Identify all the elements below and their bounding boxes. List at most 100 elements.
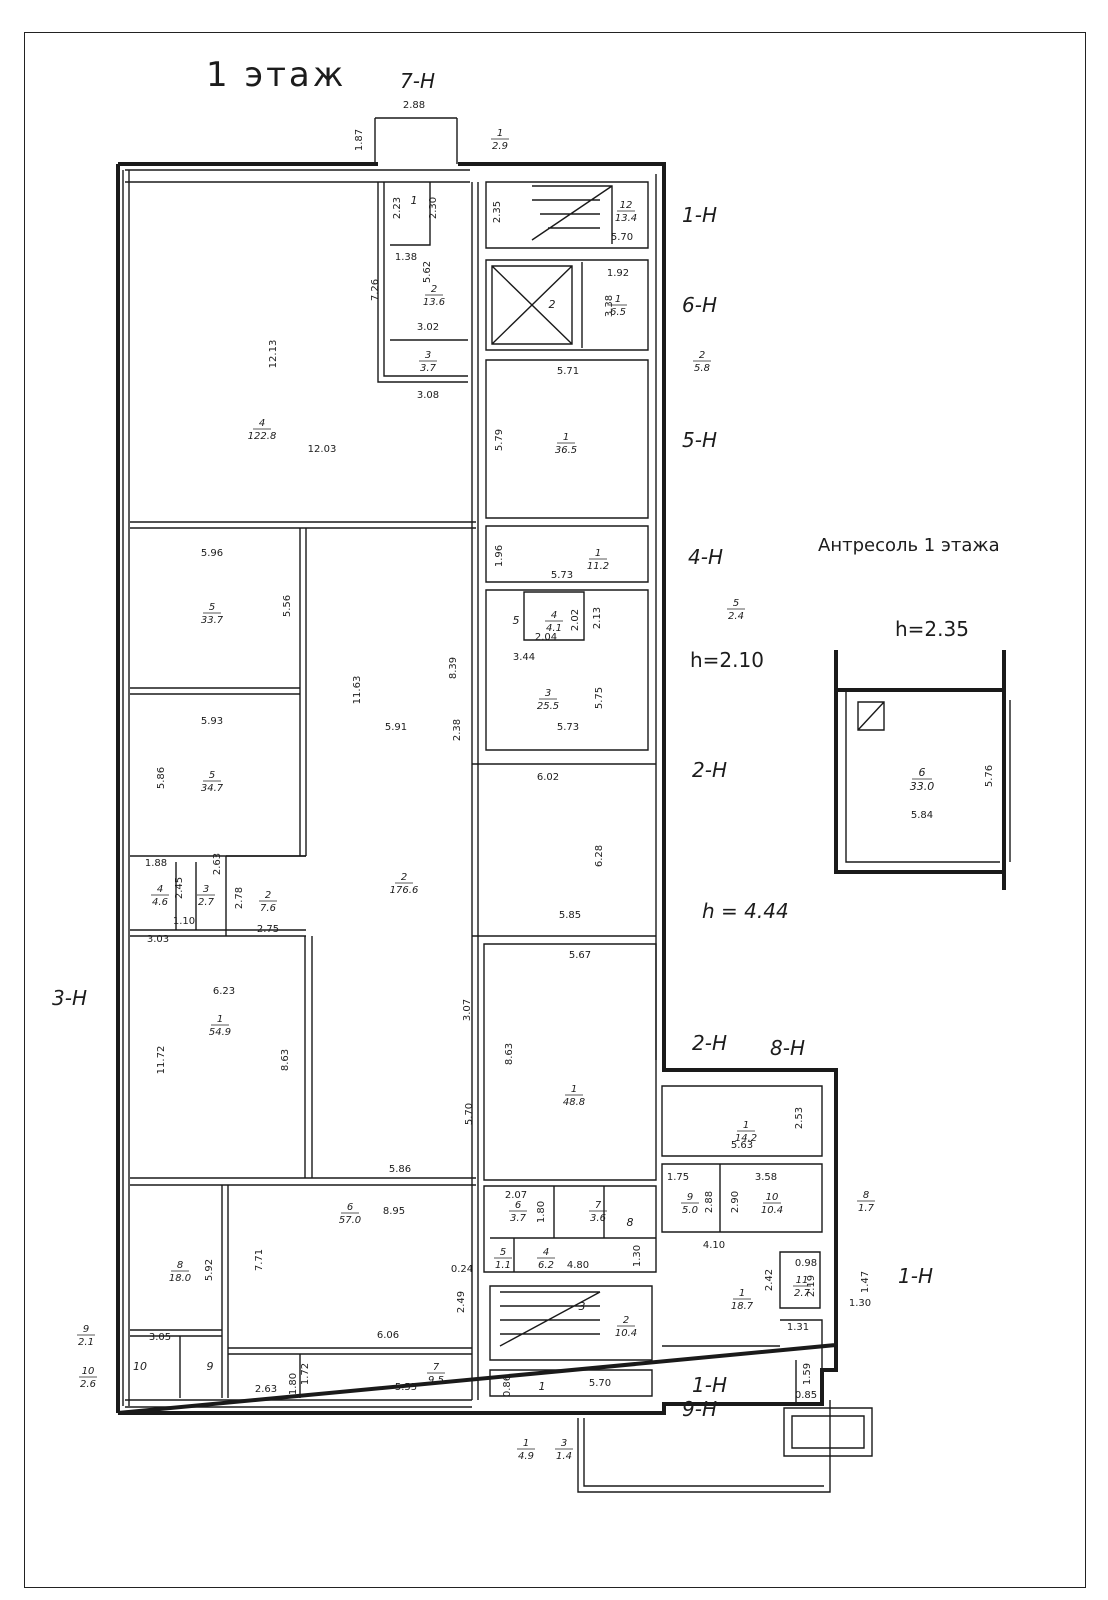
- room-label: 112.7: [793, 1275, 811, 1299]
- room-number: 2: [699, 350, 705, 361]
- entrance-label: 8-Н: [770, 1036, 805, 1060]
- room-number: 6: [515, 1200, 521, 1211]
- dimension-label: 1.72: [300, 1363, 311, 1385]
- room-number: 3: [561, 1438, 567, 1449]
- room-label: 325.5: [537, 688, 559, 712]
- dimension-label: 2.75: [257, 924, 279, 935]
- dimension-label: 1.38: [395, 252, 417, 263]
- dimension-label: 1.88: [145, 858, 167, 869]
- dimension-label: 2.07: [505, 1190, 527, 1201]
- dimension-label: 5.86: [389, 1164, 411, 1175]
- room-number: 1: [563, 432, 569, 443]
- room-label: 46.2: [537, 1247, 555, 1271]
- room-number-label: 5: [513, 614, 520, 627]
- room-label: 154.9: [209, 1014, 231, 1038]
- room-number: 3: [425, 350, 431, 361]
- room-number-label: 8: [627, 1216, 634, 1229]
- room-label: 92.1: [77, 1324, 95, 1348]
- dimension-label: 2.88: [704, 1191, 715, 1213]
- room-area: 2.6: [80, 1379, 96, 1390]
- room-label: 25.8: [693, 350, 711, 374]
- dimension-label: 2.63: [255, 1384, 277, 1395]
- dimension-label: 7.71: [254, 1249, 265, 1271]
- entrance-label: 6-Н: [682, 293, 717, 317]
- room-label: 534.7: [201, 770, 224, 794]
- room-number: 2: [623, 1315, 629, 1326]
- dimension-label: 5.71: [557, 366, 579, 377]
- dimension-label: 1.30: [632, 1245, 643, 1267]
- dimension-label: 2.63: [212, 853, 223, 875]
- dimension-label: 2.30: [428, 197, 439, 219]
- room-label: 533.7: [201, 602, 224, 626]
- room-area: 9.5: [428, 1375, 444, 1386]
- room-label: 210.4: [615, 1315, 637, 1339]
- dimension-label: 2.90: [730, 1191, 741, 1213]
- room-label: 12.9: [491, 128, 509, 152]
- room-label: 657.0: [339, 1202, 361, 1226]
- room-number: 1: [595, 548, 601, 559]
- room-number: 1: [217, 1014, 223, 1025]
- room-number-label: 3: [579, 1300, 586, 1313]
- room-number-label: 10: [133, 1360, 147, 1373]
- room-number: 11: [796, 1275, 809, 1286]
- dimension-label: 5.62: [422, 261, 433, 283]
- dimension-label: 12.03: [308, 444, 337, 455]
- room-area: 2.1: [78, 1337, 94, 1348]
- dimension-label: 2.49: [456, 1291, 467, 1313]
- room-area: 34.7: [201, 783, 224, 794]
- room-number: 10: [82, 1366, 95, 1377]
- room-area: 33.7: [201, 615, 224, 626]
- dimension-label: 3.07: [462, 999, 473, 1021]
- entrance-label: 1-Н: [682, 203, 717, 227]
- room-number: 7: [433, 1362, 440, 1373]
- room-number: 1: [497, 128, 503, 139]
- dimension-label: 11.72: [156, 1046, 167, 1075]
- dimension-label: 5.70: [589, 1378, 611, 1389]
- room-label: 32.7: [197, 884, 215, 908]
- room-number: 1: [615, 294, 621, 305]
- svg-text:6: 6: [919, 766, 926, 779]
- room-label: 102.6: [79, 1366, 97, 1390]
- height-210: h=2.10: [690, 648, 764, 672]
- dimension-label: 1.30: [849, 1298, 871, 1309]
- dimension-label: 3.05: [149, 1332, 171, 1343]
- dimension-label: 1.96: [494, 545, 505, 567]
- dimension-label: 6.28: [594, 845, 605, 867]
- room-area: 2.9: [492, 141, 508, 152]
- room-label: 73.6: [589, 1200, 607, 1224]
- entrance-label: 5-Н: [682, 428, 717, 452]
- room-area: 48.8: [563, 1097, 585, 1108]
- room-area: 3.6: [590, 1213, 606, 1224]
- dimension-label: 2.53: [794, 1107, 805, 1129]
- dimension-label: 2.04: [535, 632, 557, 643]
- room-number: 4: [259, 418, 265, 429]
- room-label: 818.0: [169, 1260, 191, 1284]
- room-number: 7: [595, 1200, 602, 1211]
- dimension-label: 5.73: [551, 570, 573, 581]
- dimension-label: 5.93: [201, 716, 223, 727]
- room-area: 4.6: [152, 897, 168, 908]
- dimension-label: 5.92: [204, 1259, 215, 1281]
- dimension-label: 3.03: [147, 934, 169, 945]
- room-area: 7.6: [260, 903, 276, 914]
- dimension-label: 2.13: [592, 607, 603, 629]
- room-label: 213.6: [423, 284, 445, 308]
- room-area: 5.8: [694, 363, 710, 374]
- room-number: 9: [687, 1192, 693, 1203]
- room-number-label: 2: [549, 298, 556, 311]
- dimension-label: 2.35: [492, 201, 503, 223]
- room-label: 6 33.0: [910, 766, 935, 793]
- drawing-frame: [24, 32, 1086, 1588]
- room-area: 6.2: [538, 1260, 554, 1271]
- dimension-label: 5.70: [611, 232, 633, 243]
- room-label: 27.6: [259, 890, 277, 914]
- room-area: 54.9: [209, 1027, 231, 1038]
- room-area: 13.6: [423, 297, 445, 308]
- height-444: h = 4.44: [702, 899, 789, 923]
- room-label: 44.6: [151, 884, 169, 908]
